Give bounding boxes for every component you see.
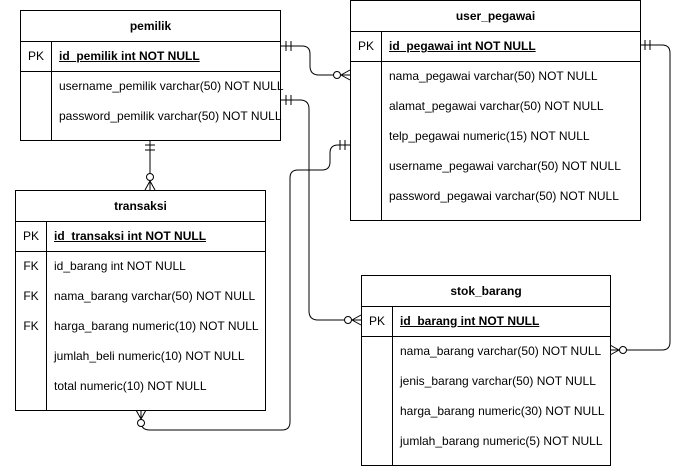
pk-field: id_transaksi int NOT NULL [54,229,207,243]
pk-row [351,31,640,62]
pk-label: PK [368,314,385,328]
entity-title: stok_barang [362,276,610,307]
pk-field: id_pegawai int NOT NULL [389,39,536,53]
field-jumlah-beli: jumlah_beli numeric(10) NOT NULL [54,349,245,363]
key-column [21,41,52,140]
field-nama-pegawai: nama_pegawai varchar(50) NOT NULL [389,69,598,83]
field-password-pemilik: password_pemilik varchar(50) NOT NULL [59,109,282,123]
field-password-pegawai: password_pegawai varchar(50) NOT NULL [389,189,619,203]
field-harga-barang: harga_barang numeric(10) NOT NULL [54,319,259,333]
connector-pemilik-user-pegawai [281,45,350,76]
entity-title: transaksi [16,191,265,222]
key-column [16,221,47,410]
field-telp-pegawai: telp_pegawai numeric(15) NOT NULL [389,129,590,143]
field-harga-barang: harga_barang numeric(30) NOT NULL [400,404,605,418]
pk-label: PK [357,39,374,53]
field-id-barang: id_barang int NOT NULL [54,259,186,273]
entity-pemilik[interactable]: pemilik PK id_pemilik int NOT NULL usern… [20,10,284,141]
pk-field: id_pemilik int NOT NULL [59,49,200,63]
fk-label: FK [23,259,39,273]
entity-stok-barang[interactable]: stok_barang PK id_barang int NOT NULL na… [361,275,611,466]
pk-label: PK [27,49,44,63]
field-total: total numeric(10) NOT NULL [54,379,207,393]
key-column [351,31,382,220]
field-username-pemilik: username_pemilik varchar(50) NOT NULL [59,79,284,93]
fk-label: FK [23,289,39,303]
field-jumlah-barang: jumlah_barang numeric(5) NOT NULL [400,434,603,448]
pk-row [362,306,610,337]
pk-row [16,221,265,252]
pk-label: PK [22,229,39,243]
fk-label: FK [23,319,39,333]
field-jenis-barang: jenis_barang varchar(50) NOT NULL [400,374,596,388]
entity-title: pemilik [21,11,280,42]
entity-user-pegawai[interactable]: user_pegawai PK id_pegawai int NOT NULL … [350,0,641,221]
key-column [362,306,393,465]
field-username-pegawai: username_pegawai varchar(50) NOT NULL [389,159,621,173]
entity-title: user_pegawai [351,1,640,32]
connector-pemilik-stok-barang [281,99,361,321]
pk-row [21,41,280,72]
pk-field: id_barang int NOT NULL [400,314,540,328]
field-nama-barang: nama_barang varchar(50) NOT NULL [400,344,602,358]
field-alamat-pegawai: alamat_pegawai varchar(50) NOT NULL [389,99,604,113]
field-nama-barang: nama_barang varchar(50) NOT NULL [54,289,256,303]
entity-transaksi[interactable]: transaksi PK id_transaksi int NOT NULL F… [15,190,266,411]
